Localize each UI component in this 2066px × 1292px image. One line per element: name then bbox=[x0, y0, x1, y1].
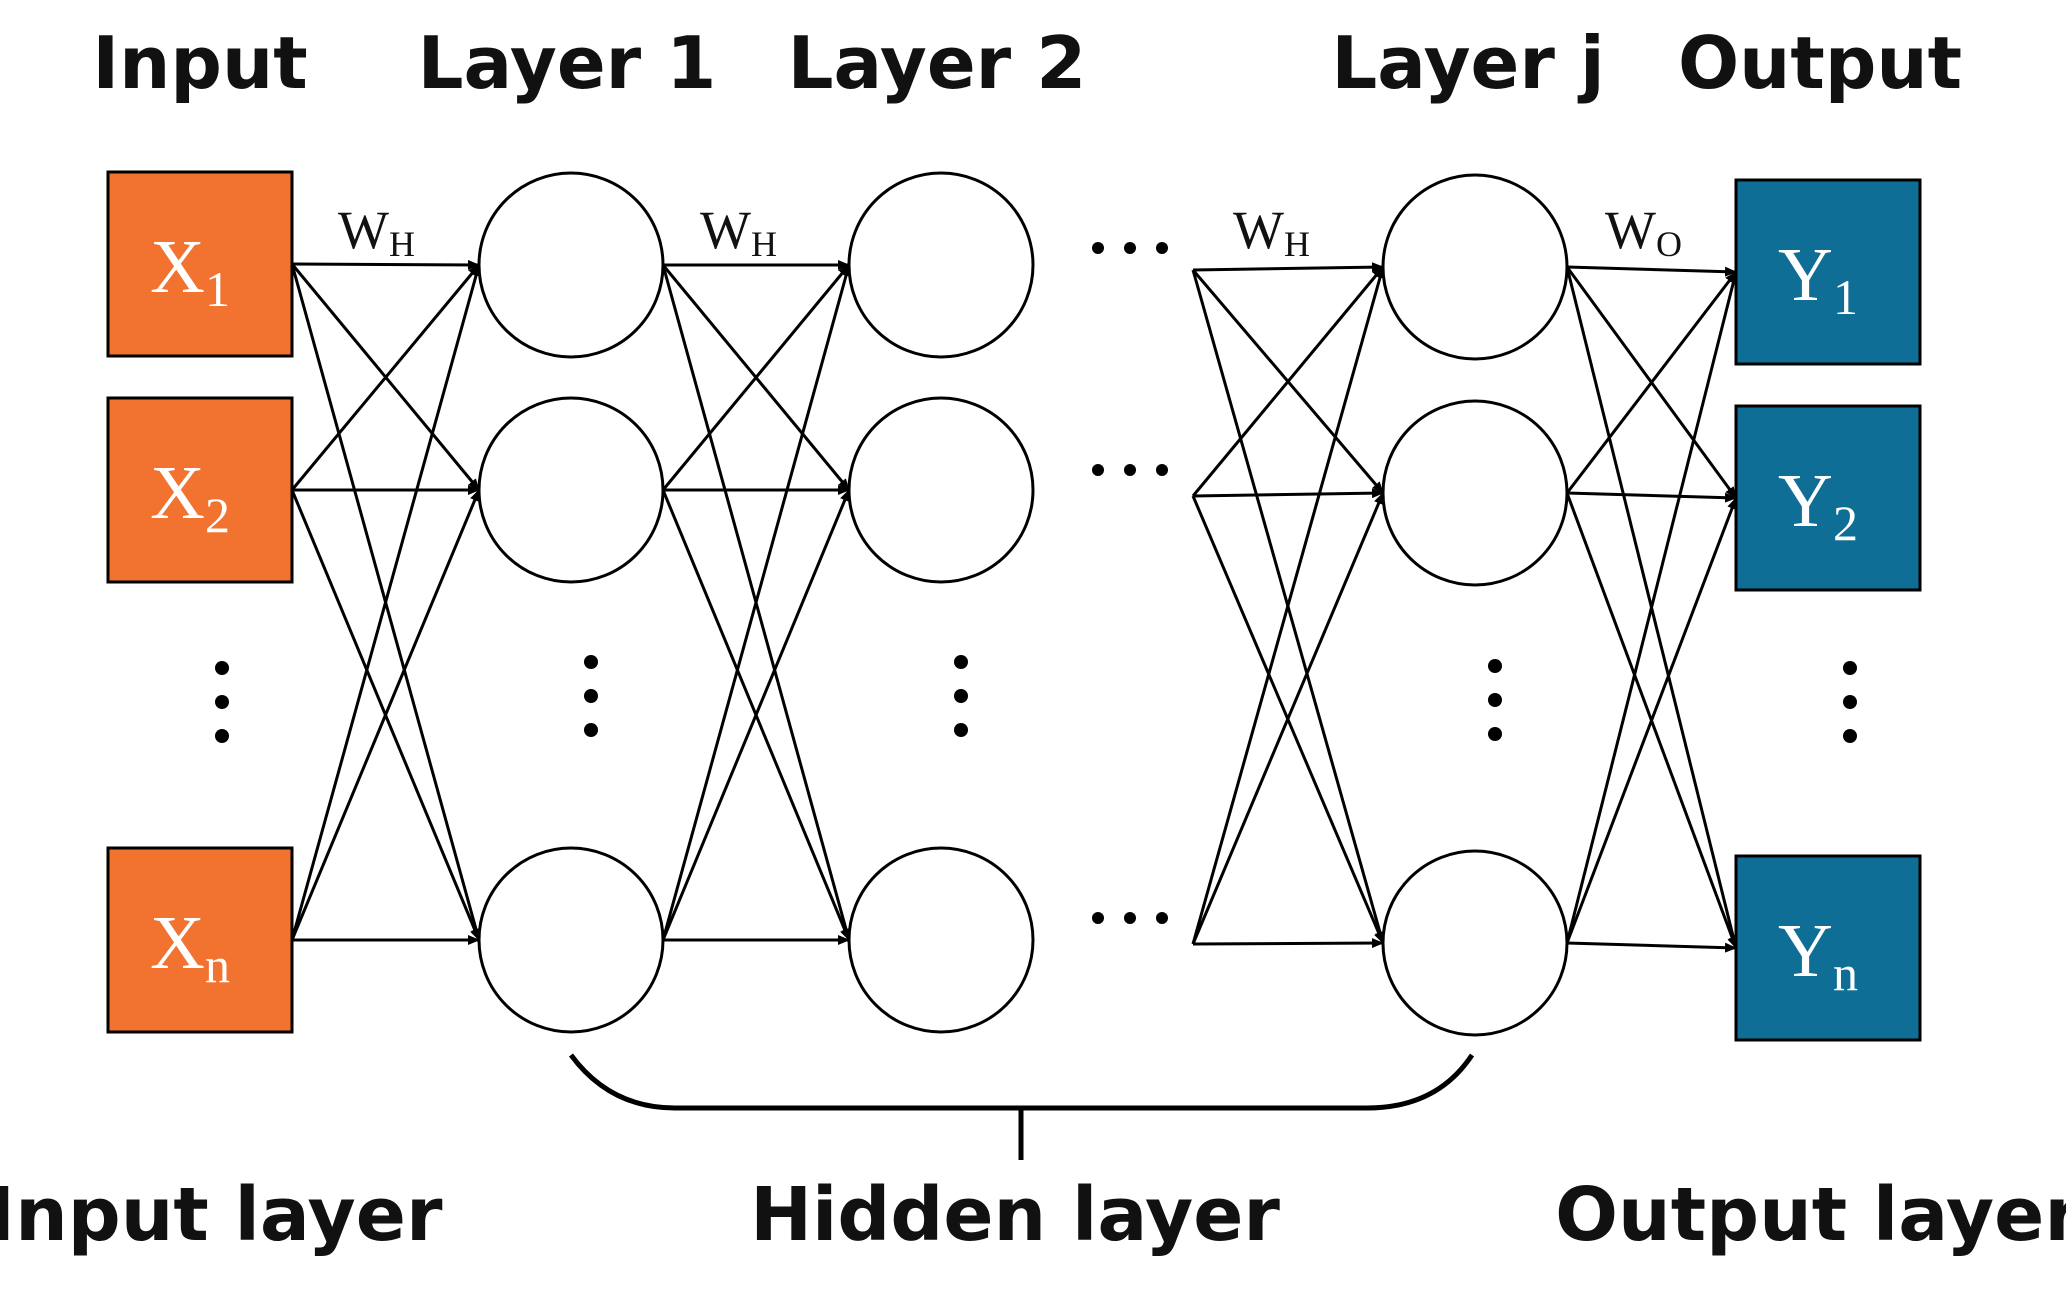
header-input: Input bbox=[92, 21, 307, 105]
footer-hidden-layer: Hidden layer bbox=[750, 1172, 1280, 1258]
vertical-ellipsis-input bbox=[215, 661, 229, 743]
connection-arrow bbox=[661, 264, 851, 491]
neuron bbox=[1381, 849, 1569, 1037]
output-label-base: Y bbox=[1778, 233, 1833, 317]
neuron bbox=[477, 846, 665, 1034]
header-output: Output bbox=[1678, 21, 1962, 105]
neuron bbox=[847, 396, 1035, 584]
weight-label-input-to-layer-1: WH bbox=[338, 200, 415, 264]
connection-arrow bbox=[1565, 271, 1738, 494]
output-box-n: Yn bbox=[1734, 854, 1922, 1042]
connection-arrow bbox=[1565, 271, 1739, 944]
header-layer-j: Layer j bbox=[1331, 21, 1604, 105]
neuron bbox=[1381, 399, 1569, 587]
horizontal-ellipsis-row-n bbox=[1092, 912, 1168, 924]
vertical-ellipsis-output bbox=[1843, 661, 1857, 743]
connection-arrow bbox=[1192, 262, 1384, 273]
output-label-sub: 2 bbox=[1833, 495, 1858, 551]
weight-label-layer-j-to-output: WO bbox=[1605, 200, 1682, 264]
svg-text:X1: X1 bbox=[150, 225, 230, 317]
weight-label-to-layer-j: WH bbox=[1233, 200, 1310, 264]
connection-arrow bbox=[1191, 492, 1385, 945]
edges-group bbox=[290, 259, 1739, 953]
connection-arrow bbox=[290, 264, 481, 941]
hidden-layer-brace bbox=[568, 1053, 1475, 1111]
neuron bbox=[477, 171, 665, 359]
connection-arrow bbox=[1192, 938, 1384, 949]
header-layer-2: Layer 2 bbox=[788, 21, 1087, 105]
output-label-base: Y bbox=[1778, 459, 1833, 543]
input-box-1: X1 bbox=[106, 170, 294, 358]
connection-arrow bbox=[661, 489, 851, 941]
footer-output-layer: Output layer bbox=[1555, 1172, 2066, 1258]
svg-text:Y2: Y2 bbox=[1778, 459, 1858, 551]
horizontal-ellipsis-row-1 bbox=[1092, 242, 1168, 254]
input-box-n: Xn bbox=[106, 846, 294, 1034]
vertical-ellipsis-layer-j bbox=[1488, 659, 1502, 741]
header-layer-1: Layer 1 bbox=[418, 21, 717, 105]
connection-arrow bbox=[1566, 491, 1737, 503]
neuron bbox=[477, 396, 665, 584]
input-label-sub: 1 bbox=[205, 261, 230, 317]
svg-text:X2: X2 bbox=[150, 451, 230, 543]
connection-arrow bbox=[1191, 266, 1385, 945]
input-label-sub: n bbox=[205, 937, 230, 993]
neuron bbox=[1381, 173, 1569, 361]
connection-arrow bbox=[290, 264, 481, 491]
connection-arrow bbox=[661, 264, 851, 941]
layer-1-nodes bbox=[477, 171, 665, 1034]
output-label-sub: n bbox=[1833, 945, 1858, 1001]
output-box-2: Y2 bbox=[1734, 404, 1922, 592]
output-box-1: Y1 bbox=[1734, 178, 1922, 366]
connection-arrow bbox=[1565, 497, 1738, 944]
connection-arrow bbox=[290, 489, 481, 941]
svg-text:Yn: Yn bbox=[1778, 909, 1858, 1001]
weight-label-layer-1-to-layer-2: WH bbox=[700, 200, 777, 264]
input-label-base: X bbox=[150, 901, 205, 985]
input-box-2: X2 bbox=[106, 396, 294, 584]
input-label-sub: 2 bbox=[205, 487, 230, 543]
connection-arrow bbox=[1566, 941, 1737, 953]
output-label-base: Y bbox=[1778, 909, 1833, 993]
connection-arrow bbox=[1192, 488, 1384, 499]
input-label-base: X bbox=[150, 225, 205, 309]
footer-input-layer: Input layer bbox=[0, 1172, 443, 1258]
vertical-ellipsis-layer-2 bbox=[954, 655, 968, 737]
layer-2-nodes bbox=[847, 171, 1035, 1034]
output-label-sub: 1 bbox=[1833, 269, 1858, 325]
neuron bbox=[847, 171, 1035, 359]
connection-arrow bbox=[1191, 266, 1385, 497]
vertical-ellipsis-layer-1 bbox=[584, 655, 598, 737]
neuron bbox=[847, 846, 1035, 1034]
input-label-base: X bbox=[150, 451, 205, 535]
layer-j-nodes bbox=[1381, 173, 1569, 1037]
svg-text:Y1: Y1 bbox=[1778, 233, 1858, 325]
horizontal-ellipsis-row-2 bbox=[1092, 464, 1168, 476]
connection-arrow bbox=[291, 259, 480, 270]
connection-arrow bbox=[1566, 265, 1737, 277]
svg-text:Xn: Xn bbox=[150, 901, 230, 993]
